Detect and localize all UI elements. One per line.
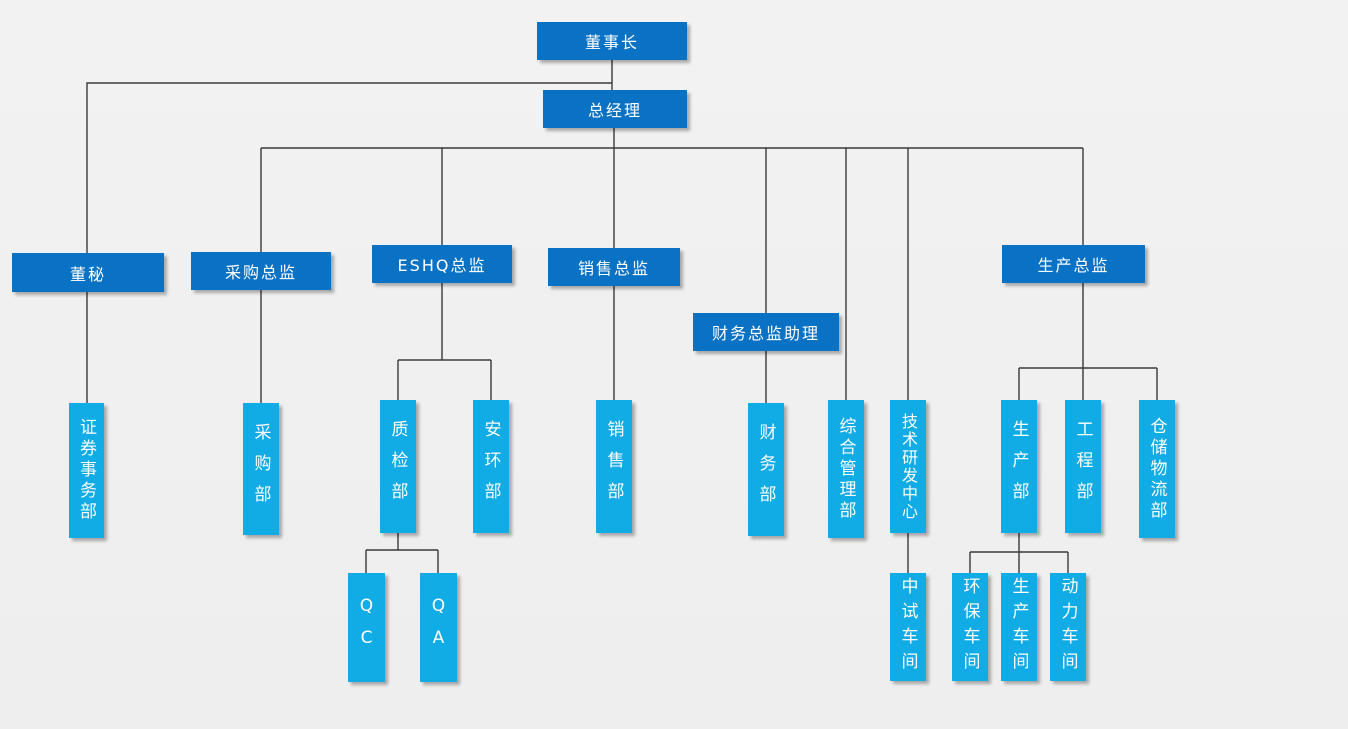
node-finance-director-assistant: 财务总监助理 xyxy=(693,313,839,351)
node-sales-director: 销售总监 xyxy=(548,248,680,286)
node-production-workshop: 生产车间 xyxy=(1001,573,1037,681)
node-warehouse-logistics-dept: 仓储物流部 xyxy=(1139,400,1175,538)
node-production-director: 生产总监 xyxy=(1002,245,1145,283)
node-safety-environment-dept: 安环部 xyxy=(473,400,509,533)
node-sales-dept: 销售部 xyxy=(596,400,632,533)
node-general-manager: 总经理 xyxy=(543,90,687,128)
node-pilot-workshop: 中试车间 xyxy=(890,573,926,681)
node-purchasing-director: 采购总监 xyxy=(191,252,331,290)
node-qc-team: QC xyxy=(348,573,385,682)
node-board-secretary: 董秘 xyxy=(12,253,164,292)
node-chairman: 董事长 xyxy=(537,22,687,60)
node-purchasing-dept: 采购部 xyxy=(243,403,279,535)
node-eshq-director: ESHQ总监 xyxy=(372,245,512,283)
node-finance-dept: 财务部 xyxy=(748,403,784,536)
node-production-dept: 生产部 xyxy=(1001,400,1037,533)
node-rd-center: 技术研发中心 xyxy=(890,400,926,533)
node-qa-team: QA xyxy=(420,573,457,682)
node-securities-affairs-dept: 证券事务部 xyxy=(69,403,104,538)
node-environment-workshop: 环保车间 xyxy=(952,573,988,681)
node-quality-inspection-dept: 质检部 xyxy=(380,400,416,533)
node-engineering-dept: 工程部 xyxy=(1065,400,1101,533)
node-power-workshop: 动力车间 xyxy=(1050,573,1086,681)
node-general-management-dept: 综合管理部 xyxy=(828,400,864,538)
